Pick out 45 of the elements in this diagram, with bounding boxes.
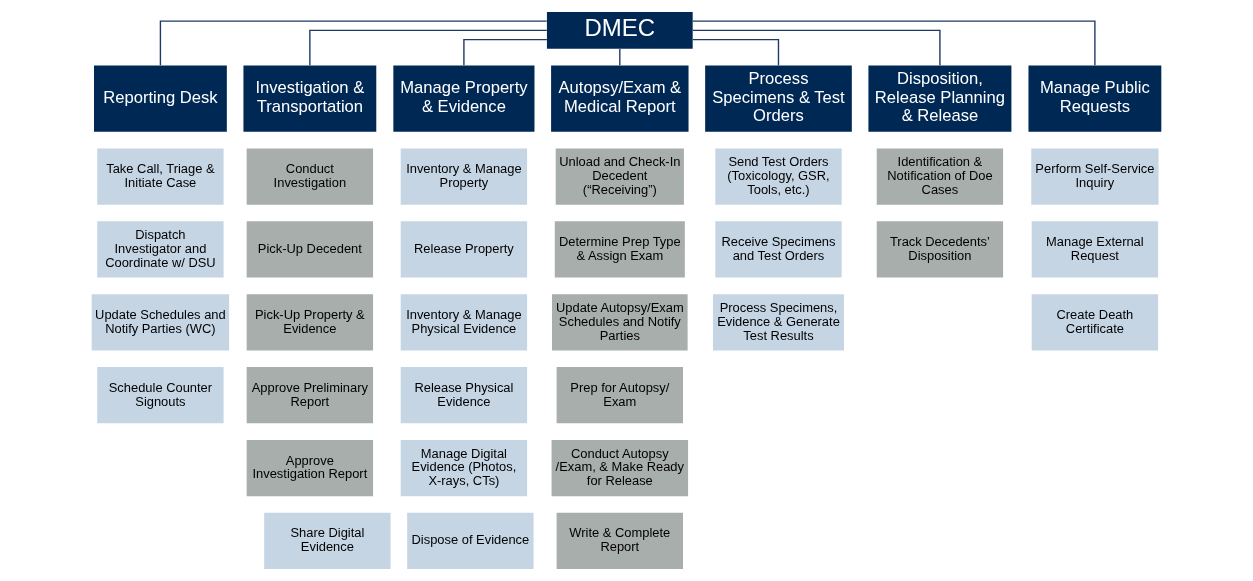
node-box: Dispose of Evidence — [407, 512, 534, 570]
node-box: Disposition, Release Planning & Release — [868, 65, 1012, 132]
connector — [309, 29, 548, 66]
node-box: Pick-Up Decedent — [246, 221, 374, 278]
node-box: Send Test Orders (Toxicology, GSR, Tools, etc.) — [715, 148, 842, 205]
node-box: Approve Investigation Report — [246, 439, 374, 497]
node-box: Schedule Counter Signouts — [97, 367, 224, 424]
node-box: Write & Complete Report — [556, 512, 683, 570]
node-box: Identification & Notification of Doe Cases — [876, 148, 1004, 205]
node-box: Prep for Autopsy/ Exam — [556, 367, 683, 424]
node-box: Inventory & Manage Property — [400, 148, 528, 205]
node-box: Conduct Investigation — [246, 148, 374, 205]
node-box: Investigation & Transportation — [243, 65, 377, 132]
node-box: Create Death Certificate — [1031, 294, 1159, 351]
node-box: Release Property — [400, 221, 528, 278]
connector — [619, 48, 621, 66]
connector — [159, 20, 548, 66]
node-box: Pick-Up Property & Evidence — [246, 294, 374, 351]
connector — [692, 38, 780, 66]
node-box: Unload and Check-In Decedent (“Receiving”) — [555, 148, 684, 205]
node-box: Update Schedules and Notify Parties (WC) — [91, 294, 230, 351]
node-box: Share Digital Evidence — [264, 512, 391, 570]
node-box: Approve Preliminary Report — [246, 367, 374, 424]
connector — [692, 29, 941, 66]
node-box: Manage Digital Evidence (Photos, X-rays, CTs) — [400, 439, 528, 497]
node-box: DMEC — [546, 11, 693, 49]
node-box: Process Specimens & Test Orders — [705, 65, 852, 132]
node-box: Conduct Autopsy /Exam, & Make Ready for Release — [551, 439, 689, 497]
node-box: Update Autopsy/Exam Schedules and Notify Parties — [552, 294, 688, 351]
node-box: Manage Public Requests — [1028, 65, 1162, 132]
connector — [692, 20, 1096, 66]
node-box: Determine Prep Type & Assign Exam — [554, 221, 685, 278]
node-box: Reporting Desk — [94, 65, 227, 132]
node-box: Manage Property & Evidence — [393, 65, 535, 132]
connector — [463, 38, 548, 66]
node-box: Manage External Request — [1031, 221, 1159, 278]
node-box: Dispatch Investigator and Coordinate w/ DSU — [97, 221, 224, 278]
node-box: Take Call, Triage & Initiate Case — [97, 148, 224, 205]
node-box: Process Specimens, Evidence & Generate Test Results — [713, 294, 844, 351]
node-box: Track Decedents’ Disposition — [876, 221, 1004, 278]
node-box: Autopsy/Exam & Medical Report — [551, 65, 689, 132]
node-box: Release Physical Evidence — [400, 367, 528, 424]
node-box: Inventory & Manage Physical Evidence — [400, 294, 528, 351]
node-box: Receive Specimens and Test Orders — [715, 221, 842, 278]
node-box: Perform Self-Service Inquiry — [1031, 148, 1159, 205]
